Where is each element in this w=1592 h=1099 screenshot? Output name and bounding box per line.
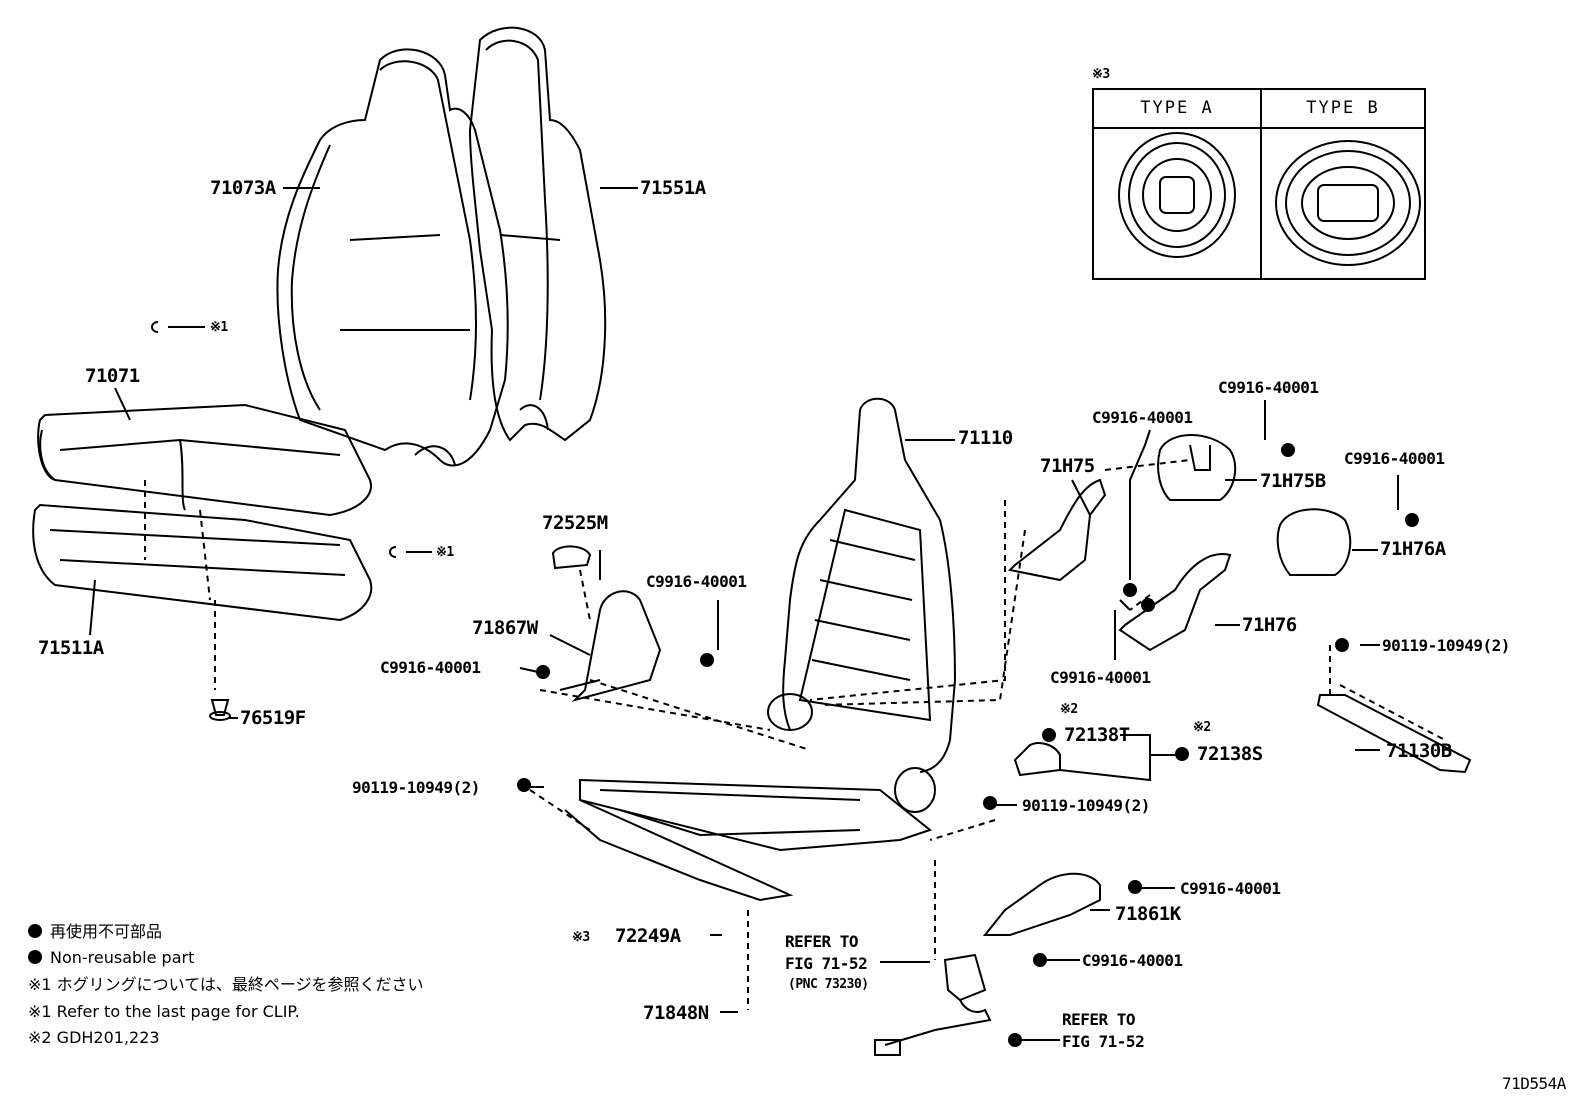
cover-71H75B xyxy=(1157,434,1237,501)
non-reusable-dot-icon xyxy=(28,924,42,938)
label-72249A: 72249A xyxy=(615,925,681,947)
label-c9916-left: C9916-40001 xyxy=(380,658,481,677)
cover-71H76A xyxy=(1276,508,1352,576)
label-note2-b: ※2 xyxy=(1193,720,1211,735)
legend-nonreusable-en: Non-reusable part xyxy=(28,948,194,968)
type-table-marker: ※3 xyxy=(1092,67,1110,82)
label-71071: 71071 xyxy=(85,365,140,387)
type-b-header: TYPE B xyxy=(1306,98,1380,118)
legend-line2: Non-reusable part xyxy=(50,948,195,967)
cushion-cover xyxy=(37,403,372,517)
type-a-ring-icon xyxy=(1118,132,1236,258)
label-c9916-top1: C9916-40001 xyxy=(1092,408,1193,427)
label-refer1-line2: FIG 71-52 xyxy=(785,954,868,973)
legend-note2: ※2 GDH201,223 xyxy=(28,1028,160,1047)
label-c9916-861b: C9916-40001 xyxy=(1082,951,1183,970)
label-71551A: 71551A xyxy=(640,177,706,199)
fastener-76519F xyxy=(209,699,231,721)
label-refer2-line1: REFER TO xyxy=(1062,1010,1136,1029)
non-reusable-dot-icon xyxy=(1175,747,1189,761)
clip-icon xyxy=(151,321,205,333)
label-90119-mid: 90119-10949(2) xyxy=(1022,796,1150,815)
label-c9916-mid: C9916-40001 xyxy=(646,572,747,591)
legend-note1-en: ※1 Refer to the last page for CLIP. xyxy=(28,1002,300,1021)
label-72138T-text: 72138T xyxy=(1064,724,1130,746)
label-c9916-right: C9916-40001 xyxy=(1344,449,1445,468)
seatbelt-buckle xyxy=(874,953,992,1056)
bracket-71H75 xyxy=(1007,478,1107,582)
legend-nonreusable-ja: 再使用不可部品 xyxy=(28,922,162,942)
label-71073A: 71073A xyxy=(210,177,276,199)
label-72138S: 72138S xyxy=(1175,743,1263,765)
label-note3: ※3 xyxy=(572,930,590,945)
label-72525M: 72525M xyxy=(542,512,608,534)
label-71848N: 71848N xyxy=(643,1002,709,1024)
label-c9916-861a: C9916-40001 xyxy=(1180,879,1281,898)
label-90119-left: 90119-10949(2) xyxy=(352,778,480,797)
label-71H75B: 71H75B xyxy=(1260,470,1326,492)
type-a-header: TYPE A xyxy=(1140,98,1214,118)
label-72138T: 72138T xyxy=(1042,724,1130,746)
seatback-pad xyxy=(468,26,607,442)
part-72525M xyxy=(551,545,592,570)
bolts xyxy=(517,443,1419,1047)
label-clip-2: ※1 xyxy=(436,545,454,560)
non-reusable-dot-icon xyxy=(1042,728,1056,742)
cover-71861K xyxy=(982,872,1101,936)
diagram-id: 71D554A xyxy=(1502,1074,1566,1093)
leader xyxy=(114,387,131,421)
label-71867W: 71867W xyxy=(472,617,538,639)
label-90119-right: 90119-10949(2) xyxy=(1382,636,1510,655)
label-refer2-line2: FIG 71-52 xyxy=(1062,1032,1145,1051)
label-76519F: 76519F xyxy=(240,707,306,729)
label-c9916-h76: C9916-40001 xyxy=(1050,668,1151,687)
label-71861K: 71861K xyxy=(1115,903,1181,925)
cushion-pad xyxy=(32,503,373,622)
cover-72138T xyxy=(1013,742,1061,777)
non-reusable-dot-icon xyxy=(28,950,42,964)
label-note2-a: ※2 xyxy=(1060,702,1078,717)
label-71H76A: 71H76A xyxy=(1380,538,1446,560)
label-71130B: 71130B xyxy=(1386,740,1452,762)
label-71511A: 71511A xyxy=(38,637,104,659)
shield-71867W xyxy=(559,590,662,702)
label-71110: 71110 xyxy=(958,427,1013,449)
bracket-71H76 xyxy=(1118,553,1232,652)
label-72138S-text: 72138S xyxy=(1197,743,1263,765)
clip-icon xyxy=(389,546,432,558)
label-refer1-line1: REFER TO xyxy=(785,932,859,951)
label-71H76: 71H76 xyxy=(1242,614,1297,636)
label-71H75: 71H75 xyxy=(1040,455,1095,477)
label-clip-1: ※1 xyxy=(210,320,228,335)
type-b-ring-icon xyxy=(1275,140,1421,266)
label-pnc: (PNC 73230) xyxy=(788,977,869,992)
bar-71130B xyxy=(1316,694,1472,774)
label-c9916-top2: C9916-40001 xyxy=(1218,378,1319,397)
legend-line1: 再使用不可部品 xyxy=(50,922,163,941)
leader xyxy=(89,579,96,636)
seat-frame xyxy=(564,397,957,902)
seatback-cover xyxy=(276,48,509,467)
type-table: TYPE A TYPE B xyxy=(1092,88,1426,280)
legend-note1-ja: ※1 ホグリングについては、最終ページを参照ください xyxy=(28,975,424,994)
